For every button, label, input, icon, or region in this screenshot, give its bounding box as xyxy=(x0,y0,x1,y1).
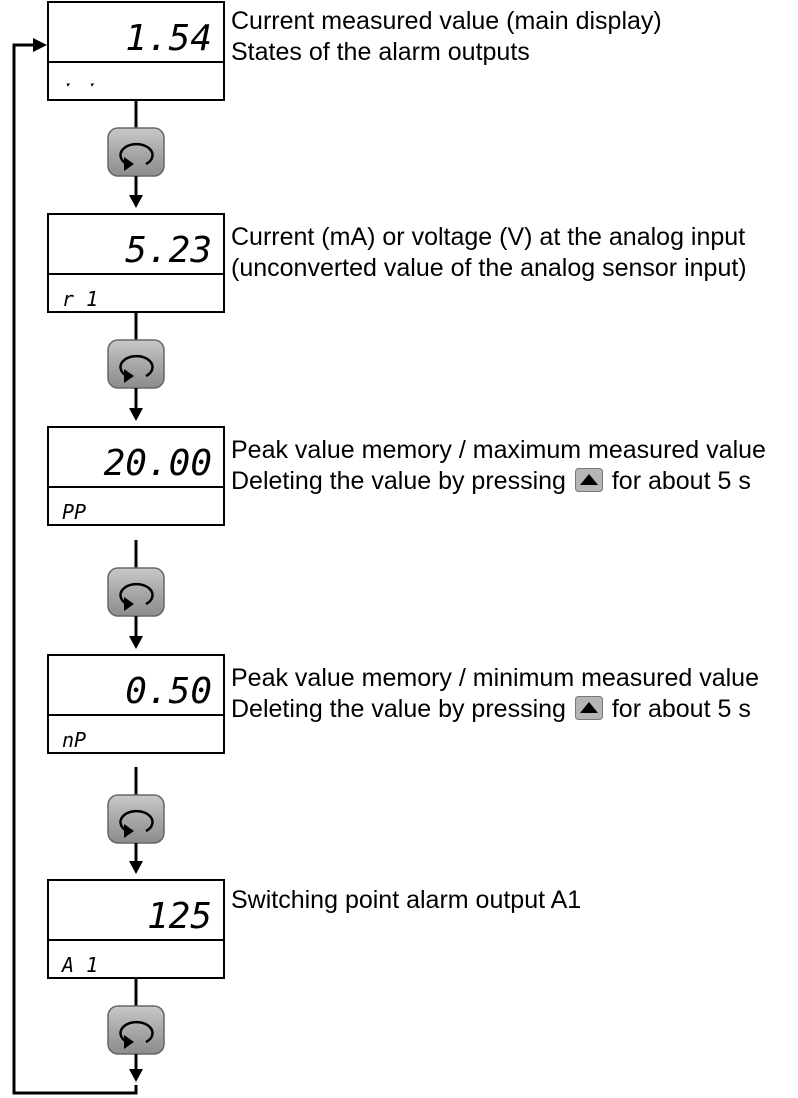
step-2-description: Current (mA) or voltage (V) at the analo… xyxy=(231,222,747,284)
step-4-desc-duration: for about 5 s xyxy=(611,695,751,723)
step-1-sub-value: ˑ ˑ xyxy=(62,75,98,99)
step-5-desc-line-1: Switching point alarm output A1 xyxy=(231,886,582,914)
down-arrowhead xyxy=(129,636,143,649)
step-2-display: 5.23 r 1 xyxy=(47,213,225,313)
step-1-main-value: 1.54 xyxy=(125,18,212,59)
return-loop-arrowhead xyxy=(33,38,47,52)
down-arrowhead xyxy=(129,1069,143,1082)
up-arrow-key-icon xyxy=(574,696,603,720)
step-3-sub-value: PP xyxy=(62,500,86,524)
step-1-description: Current measured value (main display) St… xyxy=(231,6,662,68)
cycle-step-3 xyxy=(107,540,165,649)
step-2-sub-value: r 1 xyxy=(62,287,98,311)
step-4-desc-line-2: Deleting the value by pressing for about… xyxy=(231,694,759,725)
up-arrow-key-icon xyxy=(574,468,603,492)
step-4-display: 0.50 nP xyxy=(47,654,225,754)
down-arrowhead xyxy=(129,408,143,421)
step-5-main-value: 125 xyxy=(147,896,212,937)
step-4-description: Peak value memory / minimum measured val… xyxy=(231,663,759,725)
cycle-step-4 xyxy=(107,767,165,874)
step-3-desc-duration: for about 5 s xyxy=(611,467,751,495)
step-3-description: Peak value memory / maximum measured val… xyxy=(231,435,766,497)
step-2-main-value: 5.23 xyxy=(125,230,212,271)
step-3-display: 20.00 PP xyxy=(47,426,225,526)
step-2-desc-line-1: Current (mA) or voltage (V) at the analo… xyxy=(231,223,746,251)
step-1-desc-line-2: States of the alarm outputs xyxy=(231,38,530,66)
cycle-button-icon[interactable] xyxy=(107,794,165,844)
step-3-main-value: 20.00 xyxy=(104,443,212,484)
step-4-desc-line-1: Peak value memory / minimum measured val… xyxy=(231,664,759,692)
step-4-main-value: 0.50 xyxy=(125,671,212,712)
cycle-button-icon[interactable] xyxy=(107,339,165,389)
step-4-sub-value: nP xyxy=(62,728,86,752)
step-5-display: 125 A 1 xyxy=(47,879,225,979)
step-3-desc-line-1: Peak value memory / maximum measured val… xyxy=(231,436,766,464)
cycle-step-2 xyxy=(107,312,165,421)
return-loop-line xyxy=(12,43,138,1095)
step-2-desc-line-2: (unconverted value of the analog sensor … xyxy=(231,254,747,282)
cycle-button-icon[interactable] xyxy=(107,1005,165,1055)
down-arrowhead xyxy=(129,861,143,874)
step-5-description: Switching point alarm output A1 xyxy=(231,885,581,916)
cycle-step-5 xyxy=(107,978,165,1082)
step-3-desc-line-2: Deleting the value by pressing for about… xyxy=(231,466,766,497)
step-1-display: 1.54 ˑ ˑ xyxy=(47,1,225,101)
cycle-step-1 xyxy=(107,100,165,208)
step-3-desc-press: Deleting the value by pressing xyxy=(231,467,566,495)
cycle-button-icon[interactable] xyxy=(107,567,165,617)
cycle-button-icon[interactable] xyxy=(107,127,165,177)
step-4-desc-press: Deleting the value by pressing xyxy=(231,695,566,723)
down-arrowhead xyxy=(129,195,143,208)
step-5-sub-value: A 1 xyxy=(60,953,98,977)
step-1-desc-line-1: Current measured value (main display) xyxy=(231,7,662,35)
